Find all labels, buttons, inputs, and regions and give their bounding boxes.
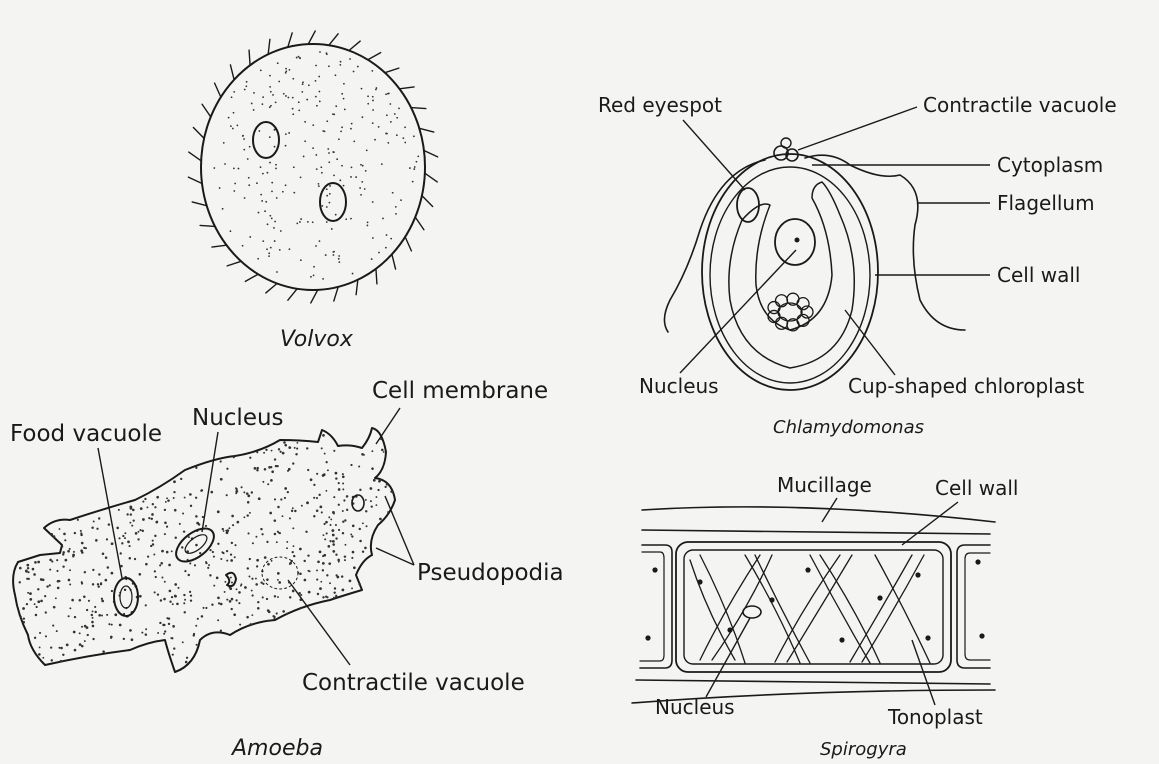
chlamydomonas-pyrenoid xyxy=(768,293,813,331)
chlamydomonas-chloroplast-label: Cup-shaped chloroplast xyxy=(848,374,1084,398)
amoeba-contractile-vacuole-label: Contractile vacuole xyxy=(302,670,525,696)
spirogyra-caption: Spirogyra xyxy=(820,739,907,760)
amoeba-contractile-vacuole-leader xyxy=(288,580,350,665)
spirogyra-filament-wall-bottom xyxy=(636,680,990,684)
volvox-cytoplasm-dots xyxy=(213,51,419,280)
spirogyra-nucleus-label: Nucleus xyxy=(655,695,735,719)
chlamydomonas-contractile-vacuole-leader xyxy=(798,107,917,150)
chlamydomonas-red-eyespot xyxy=(737,188,759,222)
chlamydomonas-chloroplast xyxy=(729,182,854,368)
chlamydomonas-cell-wall xyxy=(702,154,878,390)
amoeba-cell-membrane-label: Cell membrane xyxy=(372,378,548,404)
chlamydomonas-caption: Chlamydomonas xyxy=(773,417,924,438)
spirogyra-mucillage-label: Mucillage xyxy=(777,473,872,497)
chlamydomonas-nucleus xyxy=(775,219,815,265)
amoeba-caption: Amoeba xyxy=(230,736,323,761)
spirogyra-left-cell xyxy=(640,545,672,668)
chlamydomonas-figure: Red eyespot Contractile vacuole Cytoplas… xyxy=(598,93,1117,438)
chlamydomonas-red-eyespot-label: Red eyespot xyxy=(598,93,722,117)
amoeba-figure: Food vacuole Nucleus Cell membrane Pseud… xyxy=(10,378,564,761)
chlamydomonas-flagellum-left xyxy=(664,160,765,332)
volvox-daughter-colony-2 xyxy=(320,183,346,221)
spirogyra-right-cell xyxy=(957,545,990,668)
chlamydomonas-contractile-vacuole-3 xyxy=(781,138,791,148)
spirogyra-filament-wall-top xyxy=(642,530,990,534)
volvox-cell-body xyxy=(201,44,425,290)
spirogyra-mucillage-leader xyxy=(822,498,837,522)
amoeba-nucleus-label: Nucleus xyxy=(192,405,284,431)
spirogyra-figure: Mucillage Cell wall Nucleus Tonoplast Sp… xyxy=(632,473,1018,760)
spirogyra-tonoplast-label: Tonoplast xyxy=(887,705,983,729)
amoeba-food-vacuole xyxy=(114,578,138,616)
amoeba-food-vacuole-label: Food vacuole xyxy=(10,421,162,447)
chlamydomonas-nucleus-label: Nucleus xyxy=(639,374,719,398)
spirogyra-left-cell-inner xyxy=(640,552,664,661)
volvox-caption: Volvox xyxy=(280,327,354,352)
amoeba-cytoplasm-dots xyxy=(19,434,393,663)
amoeba-nucleus-leader xyxy=(202,432,218,532)
spirogyra-pyrenoids xyxy=(645,559,984,642)
volvox-daughter-colony-1 xyxy=(253,122,279,158)
chlamydomonas-cell-wall-label: Cell wall xyxy=(997,263,1080,287)
amoeba-cell-membrane-leader xyxy=(376,408,400,444)
amoeba-small-vacuole xyxy=(226,573,236,586)
spirogyra-right-cell-inner xyxy=(965,553,990,660)
chlamydomonas-red-eyespot-leader xyxy=(683,120,745,190)
chlamydomonas-cell-membrane xyxy=(710,167,870,383)
chlamydomonas-cytoplasm-label: Cytoplasm xyxy=(997,153,1103,177)
spirogyra-cell-membrane xyxy=(684,550,943,664)
spirogyra-nucleus xyxy=(743,606,761,618)
chlamydomonas-nucleolus xyxy=(795,238,800,243)
chlamydomonas-contractile-vacuole-label: Contractile vacuole xyxy=(923,93,1117,117)
amoeba-pseudopodia-label: Pseudopodia xyxy=(417,560,564,586)
amoeba-cell-membrane xyxy=(13,428,395,672)
volvox-figure: Volvox xyxy=(188,31,437,352)
spirogyra-cell-wall-leader xyxy=(902,502,958,545)
chlamydomonas-flagellum-label: Flagellum xyxy=(997,191,1095,215)
amoeba-nucleus xyxy=(170,522,219,568)
volvox-cilia xyxy=(188,31,437,303)
spirogyra-cell-wall-label: Cell wall xyxy=(935,476,1018,500)
amoeba-food-vacuole-leader xyxy=(98,448,122,578)
